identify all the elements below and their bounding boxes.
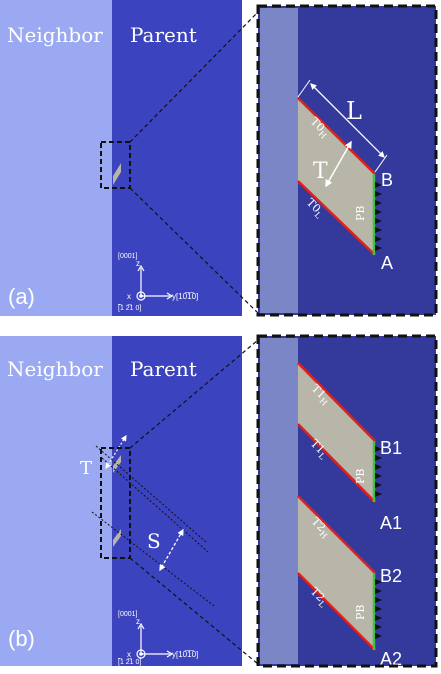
pb-label-a: PB bbox=[354, 206, 367, 222]
pb-marks-1-b bbox=[375, 446, 382, 497]
point-a2-label-b: A2 bbox=[380, 649, 402, 669]
point-b1-label-b: B1 bbox=[380, 438, 402, 458]
axis-x-index-b: [̅1 2̅1 0] bbox=[117, 658, 141, 666]
twin-1-boundary-top-b bbox=[297, 362, 376, 442]
point-a1-label-b: A1 bbox=[380, 513, 402, 533]
axis-z-b: z bbox=[136, 617, 140, 626]
twin-boundary-bottom-a bbox=[297, 180, 376, 256]
thickness-label-b: T bbox=[80, 458, 92, 479]
panel-label-b: (b) bbox=[8, 626, 35, 651]
zoom-panel-b: T1H T1L T2H T2L PB PB B1 A1 B2 A2 bbox=[256, 334, 438, 669]
axis-z-index-b: [0001] bbox=[118, 611, 138, 618]
twin-small-2-b bbox=[113, 529, 121, 547]
parent-label-b: Parent bbox=[130, 357, 197, 381]
zoom-connector-top-a bbox=[129, 11, 259, 143]
zoom-box-b bbox=[100, 447, 131, 559]
zoom-box-a bbox=[100, 141, 131, 189]
spacing-label-b: S bbox=[147, 529, 161, 553]
axis-y-a: y[10̅1̅0] bbox=[172, 292, 198, 301]
length-arrow-a bbox=[310, 83, 385, 158]
zoom-panel-a: L T T0H T0L PB B A bbox=[256, 4, 438, 317]
axis-x-a: x bbox=[127, 292, 131, 301]
panel-a: Neighbor Parent [0001] z y[10̅1̅0] x [̅1… bbox=[0, 0, 242, 316]
panel-label-a: (a) bbox=[8, 284, 35, 309]
twin-1-zoom-b bbox=[298, 363, 375, 502]
twin-1-boundary-bottom-b bbox=[297, 423, 376, 503]
parent-label-a: Parent bbox=[130, 23, 197, 47]
spacing-arrow-b bbox=[159, 528, 184, 572]
twin-2-boundary-bottom-b bbox=[297, 572, 376, 651]
axis-x-index-a: [̅1 2̅1 0] bbox=[117, 304, 141, 312]
neighbor-label-a: Neighbor bbox=[7, 23, 103, 47]
twin-2-boundary-top-b bbox=[297, 495, 376, 574]
thickness-arrow-a bbox=[325, 140, 352, 188]
point-a-label-a: A bbox=[381, 253, 393, 273]
twin-small-a bbox=[113, 163, 121, 185]
axis-z-index-a: [0001] bbox=[118, 253, 138, 260]
zoom-frame-b bbox=[256, 334, 438, 668]
point-b-label-a: B bbox=[381, 170, 393, 190]
zoom-neighbor-strip-b bbox=[260, 338, 298, 664]
neighbor-label-b: Neighbor bbox=[7, 357, 103, 381]
pb-label-1-b: PB bbox=[354, 469, 367, 485]
pb-marks-a bbox=[375, 182, 382, 251]
axes-a bbox=[136, 264, 174, 301]
pb-marks-2-b bbox=[375, 579, 382, 639]
axis-y-b: y[10̅1̅0] bbox=[172, 650, 198, 659]
axes-b bbox=[136, 622, 174, 659]
zoom-neighbor-strip-a bbox=[260, 8, 298, 313]
neighbor-grain-b bbox=[0, 336, 112, 666]
zoom-connector-bottom-a bbox=[129, 187, 259, 314]
axis-x-b: x bbox=[127, 650, 131, 659]
axis-z-a: z bbox=[136, 259, 140, 268]
pb-label-2-b: PB bbox=[354, 605, 367, 621]
thickness-label-a: T bbox=[313, 159, 328, 184]
point-b2-label-b: B2 bbox=[380, 566, 402, 586]
twin-2-zoom-b bbox=[298, 496, 375, 650]
parent-grain-b bbox=[112, 336, 242, 666]
parent-grain-a bbox=[112, 0, 242, 316]
panel-b: Neighbor Parent T S [0001] z y[10̅1̅0] x… bbox=[0, 336, 242, 666]
neighbor-grain-a bbox=[0, 0, 112, 316]
zoom-frame-a bbox=[256, 4, 438, 317]
length-label-a: L bbox=[346, 97, 362, 125]
